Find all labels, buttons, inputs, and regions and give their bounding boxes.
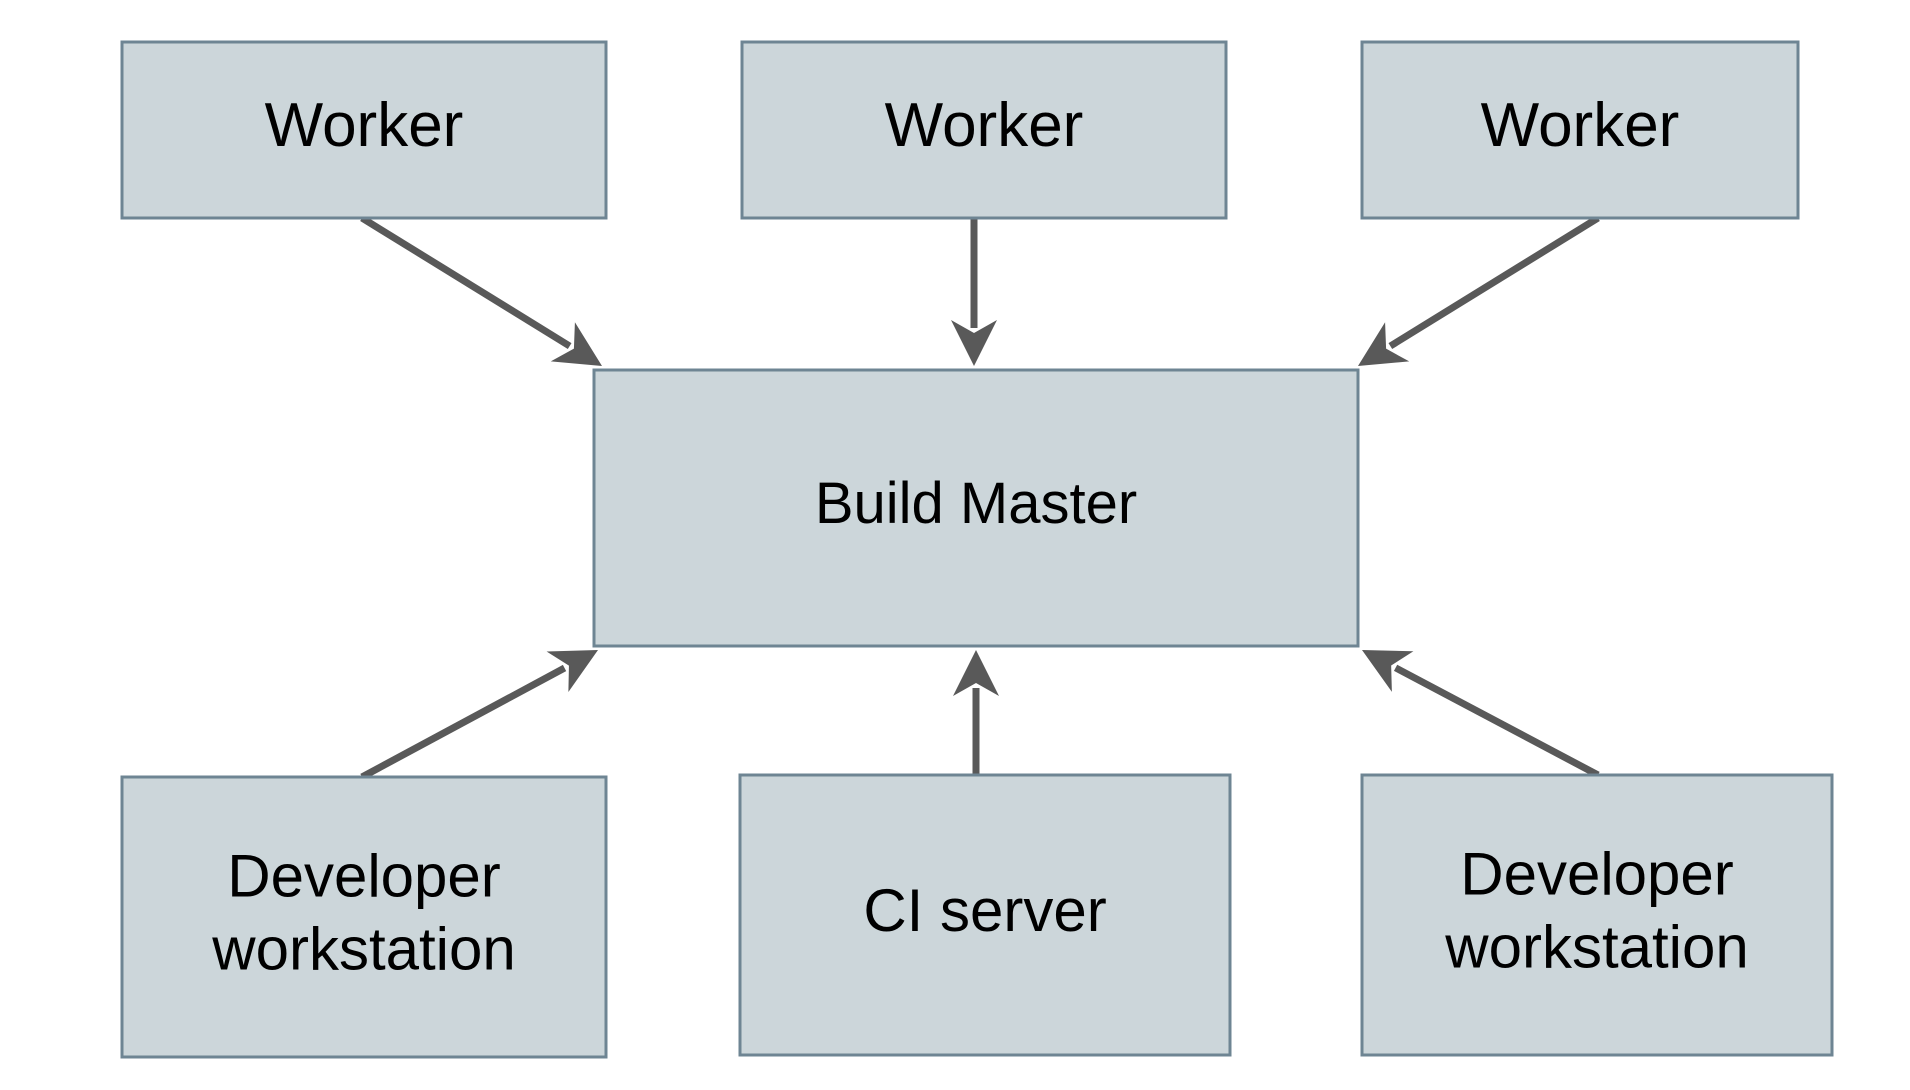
edge-worker-center-to-master-arrowhead bbox=[951, 320, 997, 366]
node-worker-center[interactable]: Worker bbox=[740, 40, 1228, 220]
node-worker-center-label: Worker bbox=[885, 91, 1084, 160]
node-worker-left-box[interactable] bbox=[120, 40, 608, 220]
node-build-master-box[interactable] bbox=[592, 368, 1360, 648]
node-worker-left[interactable]: Worker bbox=[120, 40, 608, 220]
edge-worker-right-to-master-arrowhead bbox=[1358, 322, 1410, 366]
node-worker-center-box[interactable] bbox=[740, 40, 1228, 220]
node-build-master-label: Build Master bbox=[815, 471, 1137, 536]
edge-worker-left-to-master-arrowhead bbox=[550, 322, 602, 366]
node-ci-server[interactable]: CI server bbox=[738, 773, 1232, 1057]
node-worker-right[interactable]: Worker bbox=[1360, 40, 1800, 220]
edge-dev-right-to-master-arrowhead bbox=[1362, 650, 1414, 692]
edge-worker-right-to-master-shaft bbox=[1388, 215, 1600, 350]
node-ci-server-label: CI server bbox=[863, 877, 1106, 944]
edge-dev-left-to-master-shaft bbox=[360, 664, 567, 781]
edge-worker-left-to-master-shaft bbox=[360, 215, 572, 350]
node-worker-right-box[interactable] bbox=[1360, 40, 1800, 220]
edges-layer bbox=[360, 215, 1600, 781]
edge-dev-left-to-master-arrowhead bbox=[546, 650, 598, 693]
node-worker-left-label: Worker bbox=[265, 91, 464, 160]
edge-ci-to-master-arrowhead bbox=[953, 650, 999, 696]
edge-dev-right-to-master-shaft bbox=[1393, 664, 1600, 779]
node-ci-server-box[interactable] bbox=[738, 773, 1232, 1057]
node-build-master[interactable]: Build Master bbox=[592, 368, 1360, 648]
node-dev-workstation-left-box[interactable] bbox=[120, 775, 608, 1059]
node-worker-right-label: Worker bbox=[1481, 91, 1680, 160]
node-dev-workstation-right-box[interactable] bbox=[1360, 773, 1834, 1057]
